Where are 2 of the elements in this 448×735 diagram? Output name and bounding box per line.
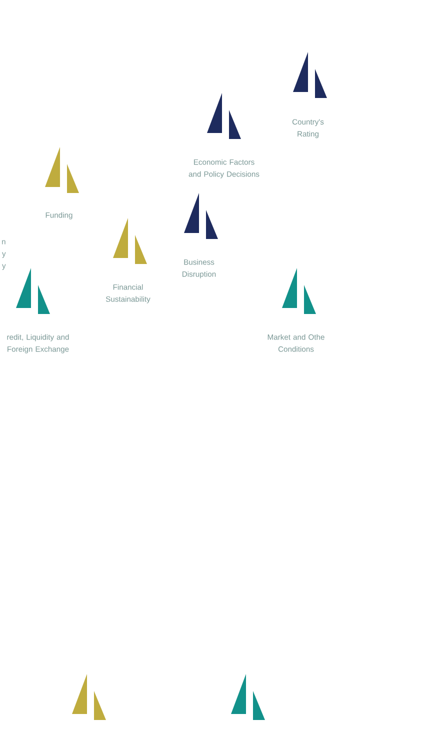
sail-icon bbox=[231, 674, 265, 720]
sail-icon bbox=[72, 674, 106, 720]
